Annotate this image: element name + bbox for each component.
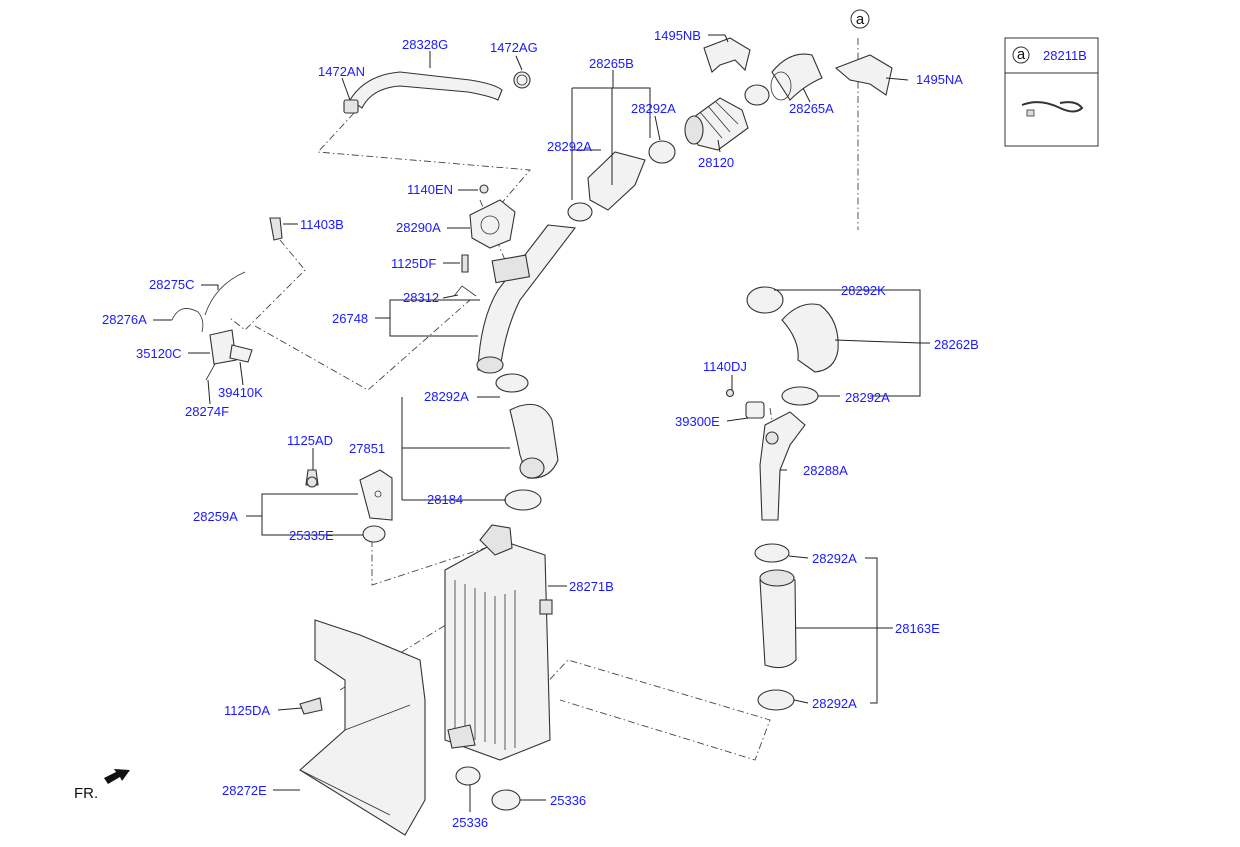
label-28312[interactable]: 28312	[403, 290, 439, 305]
callout-a-circle	[850, 9, 870, 29]
leader-lines	[153, 34, 930, 812]
label-28272E[interactable]: 28272E	[222, 783, 267, 798]
label-27851[interactable]: 27851	[349, 441, 385, 456]
hose-28328G	[349, 71, 503, 109]
clamp-28292A-upper	[648, 140, 676, 164]
cable-tie-icon	[1021, 101, 1084, 113]
hose-28265A	[771, 53, 823, 101]
label-28292A-mid[interactable]: 28292A	[424, 389, 469, 404]
label-1125DF[interactable]: 1125DF	[391, 256, 436, 271]
label-25335E[interactable]: 25335E	[289, 528, 334, 543]
bolt-1140DJ	[725, 388, 735, 398]
bracket-1495NA	[834, 54, 893, 96]
clamp-28292A-left	[567, 202, 593, 222]
bolt-1125DA	[299, 697, 323, 715]
hose-27851	[509, 403, 559, 479]
hose-28275C	[204, 271, 246, 316]
pipe-28288A	[759, 411, 806, 521]
label-28265B[interactable]: 28265B	[589, 56, 634, 71]
bracket-39410K	[229, 344, 253, 363]
label-25336-right[interactable]: 25336	[550, 793, 586, 808]
clamp-28292A-mid	[495, 373, 529, 393]
part-drawings	[104, 37, 893, 836]
hose-28163E	[759, 573, 797, 669]
label-28292K[interactable]: 28292K	[841, 283, 886, 298]
tube-28312	[453, 285, 477, 297]
label-35120C[interactable]: 35120C	[136, 346, 182, 361]
bellows-28120	[689, 97, 749, 151]
label-1472AG[interactable]: 1472AG	[490, 40, 538, 55]
label-28292A-lowright-bottom[interactable]: 28292A	[812, 696, 857, 711]
label-11403B[interactable]: 11403B	[300, 217, 344, 232]
sensor-39300E	[745, 401, 765, 419]
label-28292A-right[interactable]: 28292A	[845, 390, 890, 405]
label-28290A[interactable]: 28290A	[396, 220, 441, 235]
label-1495NA[interactable]: 1495NA	[916, 72, 963, 87]
hose-28276A	[171, 308, 204, 333]
label-1140EN[interactable]: 1140EN	[407, 182, 453, 197]
label-28276A[interactable]: 28276A	[102, 312, 147, 327]
label-28265A[interactable]: 28265A	[789, 101, 834, 116]
bolt-11403B	[269, 217, 283, 241]
grommet-25336-lower	[455, 766, 481, 786]
label-25336-lower[interactable]: 25336	[452, 815, 488, 830]
label-1140DJ[interactable]: 1140DJ	[703, 359, 747, 374]
label-1125AD[interactable]: 1125AD	[287, 433, 333, 448]
label-28292A-lowright-top[interactable]: 28292A	[812, 551, 857, 566]
label-1495NB[interactable]: 1495NB	[654, 28, 701, 43]
label-28259A[interactable]: 28259A	[193, 509, 238, 524]
air-guide-28272E	[299, 619, 426, 836]
label-28163E[interactable]: 28163E	[895, 621, 940, 636]
actuator-28290A	[469, 199, 516, 249]
label-28120[interactable]: 28120	[698, 155, 734, 170]
label-39300E[interactable]: 39300E	[675, 414, 720, 429]
clamp-28265A	[744, 84, 770, 106]
label-26748[interactable]: 26748	[332, 311, 368, 326]
label-28271B[interactable]: 28271B	[569, 579, 614, 594]
bolt-1140EN	[479, 184, 489, 194]
clamp-28292K	[746, 286, 784, 314]
front-arrow-icon	[104, 769, 130, 784]
label-28274F[interactable]: 28274F	[185, 404, 229, 419]
clamp-28292A-lowright-top	[754, 543, 790, 563]
legend-ref-letter: a	[1017, 46, 1026, 63]
legend-box: a 28211B	[1004, 37, 1099, 147]
label-1125DA[interactable]: 1125DA	[224, 703, 270, 718]
label-28292A-upper[interactable]: 28292A	[631, 101, 676, 116]
label-1472AN[interactable]: 1472AN	[318, 64, 365, 79]
hose-28265B	[587, 151, 646, 211]
label-28328G[interactable]: 28328G	[402, 37, 448, 52]
label-28292A-left[interactable]: 28292A	[547, 139, 592, 154]
label-28275C[interactable]: 28275C	[149, 277, 195, 292]
bracket-28259A	[359, 469, 393, 521]
clamp-28292A-lowright-bottom	[757, 689, 795, 711]
callout-a-letter: a	[856, 11, 865, 28]
solenoid-35120C	[209, 329, 237, 365]
hose-28262B	[781, 303, 839, 373]
label-28262B[interactable]: 28262B	[934, 337, 979, 352]
front-indicator-label: FR.	[74, 785, 98, 802]
label-28288A[interactable]: 28288A	[803, 463, 848, 478]
clamp-28292A-right	[781, 386, 819, 406]
clamp-28184	[504, 489, 542, 511]
grommet-25336-right	[491, 789, 521, 811]
clamp-1472AG	[513, 71, 531, 89]
grommet-25335E	[362, 525, 386, 543]
legend-part-number[interactable]: 28211B	[1043, 48, 1087, 63]
bolt-1125DF	[461, 254, 469, 273]
label-39410K[interactable]: 39410K	[218, 385, 263, 400]
label-28184[interactable]: 28184	[427, 492, 463, 507]
hose-28274F	[205, 363, 216, 381]
clamp-1472AN	[343, 99, 359, 114]
bracket-1495NB	[703, 37, 751, 73]
part-labels: 28328G 1472AN 1472AG 1495NB 28265B 28292…	[102, 28, 979, 830]
